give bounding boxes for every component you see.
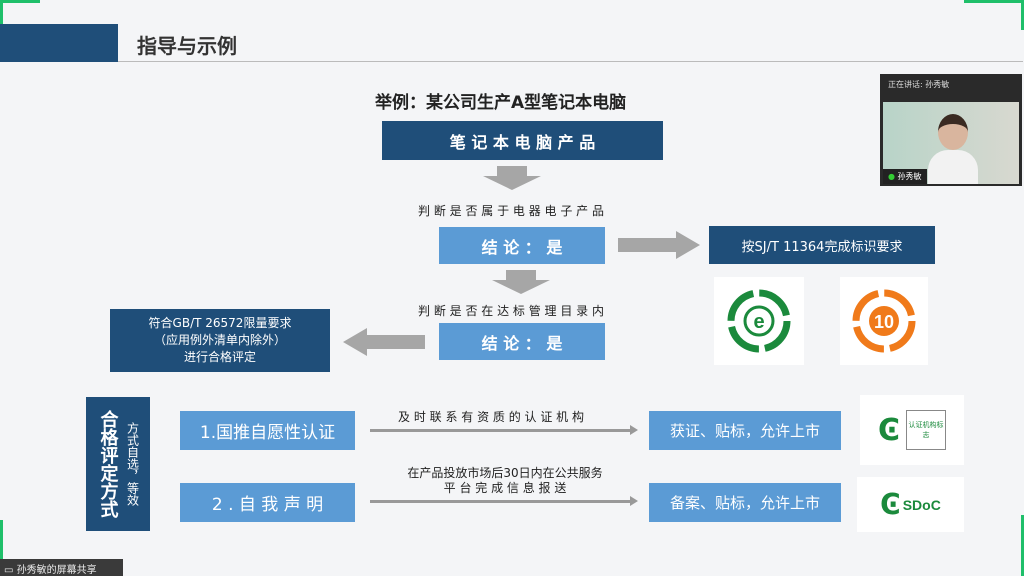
down-arrow-icon [483, 166, 541, 190]
speaking-label: 正在讲话: 孙秀敏 [888, 80, 950, 89]
method-2-box: 2 . 自 我 声 明 [180, 483, 355, 522]
environmental-e-logo: e [714, 277, 804, 365]
conclusion-2: 结 论 ： 是 [439, 323, 605, 360]
example-heading: 举例：某公司生产A型笔记本电脑 [375, 93, 627, 113]
gb-line: （应用例外清单内除外） [153, 333, 286, 347]
question-2: 判 断 是 否 在 达 标 管 理 目 录 内 [418, 304, 604, 318]
down-arrow-icon [492, 270, 550, 294]
gb-line: 符合GB/T 26572限量要求 [148, 316, 292, 330]
speaker-video: ● 孙秀敏 [883, 102, 1019, 184]
question-1: 判 断 是 否 属 于 电 器 电 子 产 品 [418, 204, 604, 218]
epup-10-logo: 10 [840, 277, 928, 365]
result-2-box: 备案、贴标，允许上市 [649, 483, 841, 522]
speaker-name: 孙秀敏 [897, 172, 922, 181]
logo-e-text: e [753, 311, 764, 333]
method-1-box: 1.国推自愿性认证 [180, 411, 355, 450]
method-1-arrow [370, 425, 638, 435]
gb-line: 进行合格评定 [183, 350, 256, 364]
screen-share-icon: ▭ [4, 565, 14, 576]
conclusion-1: 结 论 ： 是 [439, 227, 605, 264]
cert-body-mark-box: 认证机构标志 [906, 410, 947, 450]
gb-requirement-box: 符合GB/T 26572限量要求 （应用例外清单内除外） 进行合格评定 [110, 309, 330, 372]
screen-share-label: 孙秀敏的屏幕共享 [16, 565, 97, 576]
side-main: 合格评定方式 [97, 410, 119, 518]
title-underline [118, 61, 1023, 62]
product-box: 笔 记 本 电 脑 产 品 [382, 121, 663, 160]
side-sub: 方式自选，等效 [125, 422, 140, 506]
slide-title: 指导与示例 [137, 34, 237, 58]
logo-10-text: 10 [874, 312, 894, 332]
right-arrow-icon [618, 231, 700, 259]
mic-icon: ● [888, 172, 895, 181]
method-1-arrow-label: 及 时 联 系 有 资 质 的 认 证 机 构 [398, 410, 584, 424]
cgp-sdoc-logo: Ͼ SDoC [857, 477, 964, 532]
screen-share-bar[interactable]: ▭ 孙秀敏的屏幕共享 [0, 559, 123, 576]
result-1-box: 获证、贴标，允许上市 [649, 411, 841, 450]
assessment-method-label: 合格评定方式 方式自选，等效 [86, 397, 150, 531]
left-arrow-icon [343, 328, 425, 356]
title-bar-accent [0, 24, 118, 62]
arrow-label-line: 平 台 完 成 信 息 报 送 [443, 481, 567, 495]
sdoc-text: SDoC [902, 496, 941, 513]
method-2-arrow [370, 496, 638, 506]
cgp-certification-logo: Ͼ 认证机构标志 [860, 395, 964, 465]
video-panel[interactable]: 正在讲话: 孙秀敏 ● 孙秀敏 [880, 74, 1022, 186]
marking-requirement-box: 按SJ/T 11364完成标识要求 [709, 226, 935, 264]
arrow-label-line: 在产品投放市场后30日内在公共服务 [407, 466, 603, 480]
method-2-arrow-label: 在产品投放市场后30日内在公共服务 平 台 完 成 信 息 报 送 [380, 466, 630, 496]
